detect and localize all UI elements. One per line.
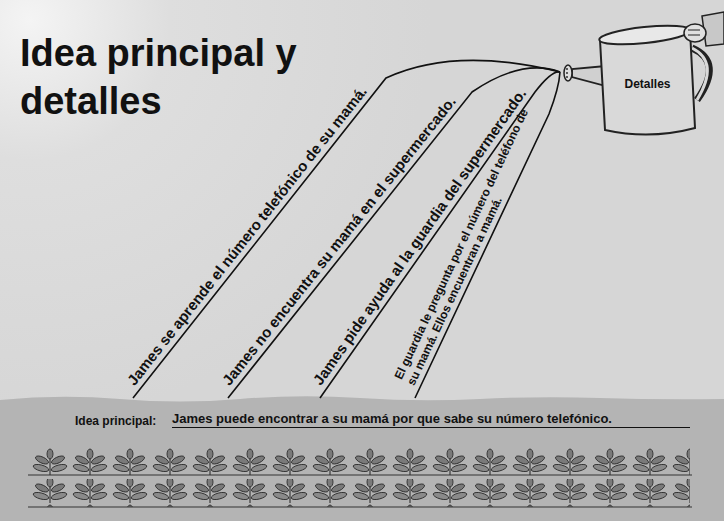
worksheet-title: Idea principal y detalles <box>20 30 310 125</box>
plant-row <box>30 447 690 475</box>
watering-can-drawing <box>564 12 724 135</box>
plant-row <box>30 479 690 507</box>
answer-row: Idea principal:James puede encontrar a s… <box>75 411 690 428</box>
answer-text: James puede encontrar a su mamá por que … <box>172 411 690 428</box>
water-stream <box>228 68 560 398</box>
field-label: Idea principal: <box>75 414 172 428</box>
ground-shape <box>0 396 724 521</box>
can-label: Detalles <box>605 77 690 91</box>
watering-can: Detalles <box>560 14 720 144</box>
ground-band: Idea principal:James puede encontrar a s… <box>0 398 724 521</box>
